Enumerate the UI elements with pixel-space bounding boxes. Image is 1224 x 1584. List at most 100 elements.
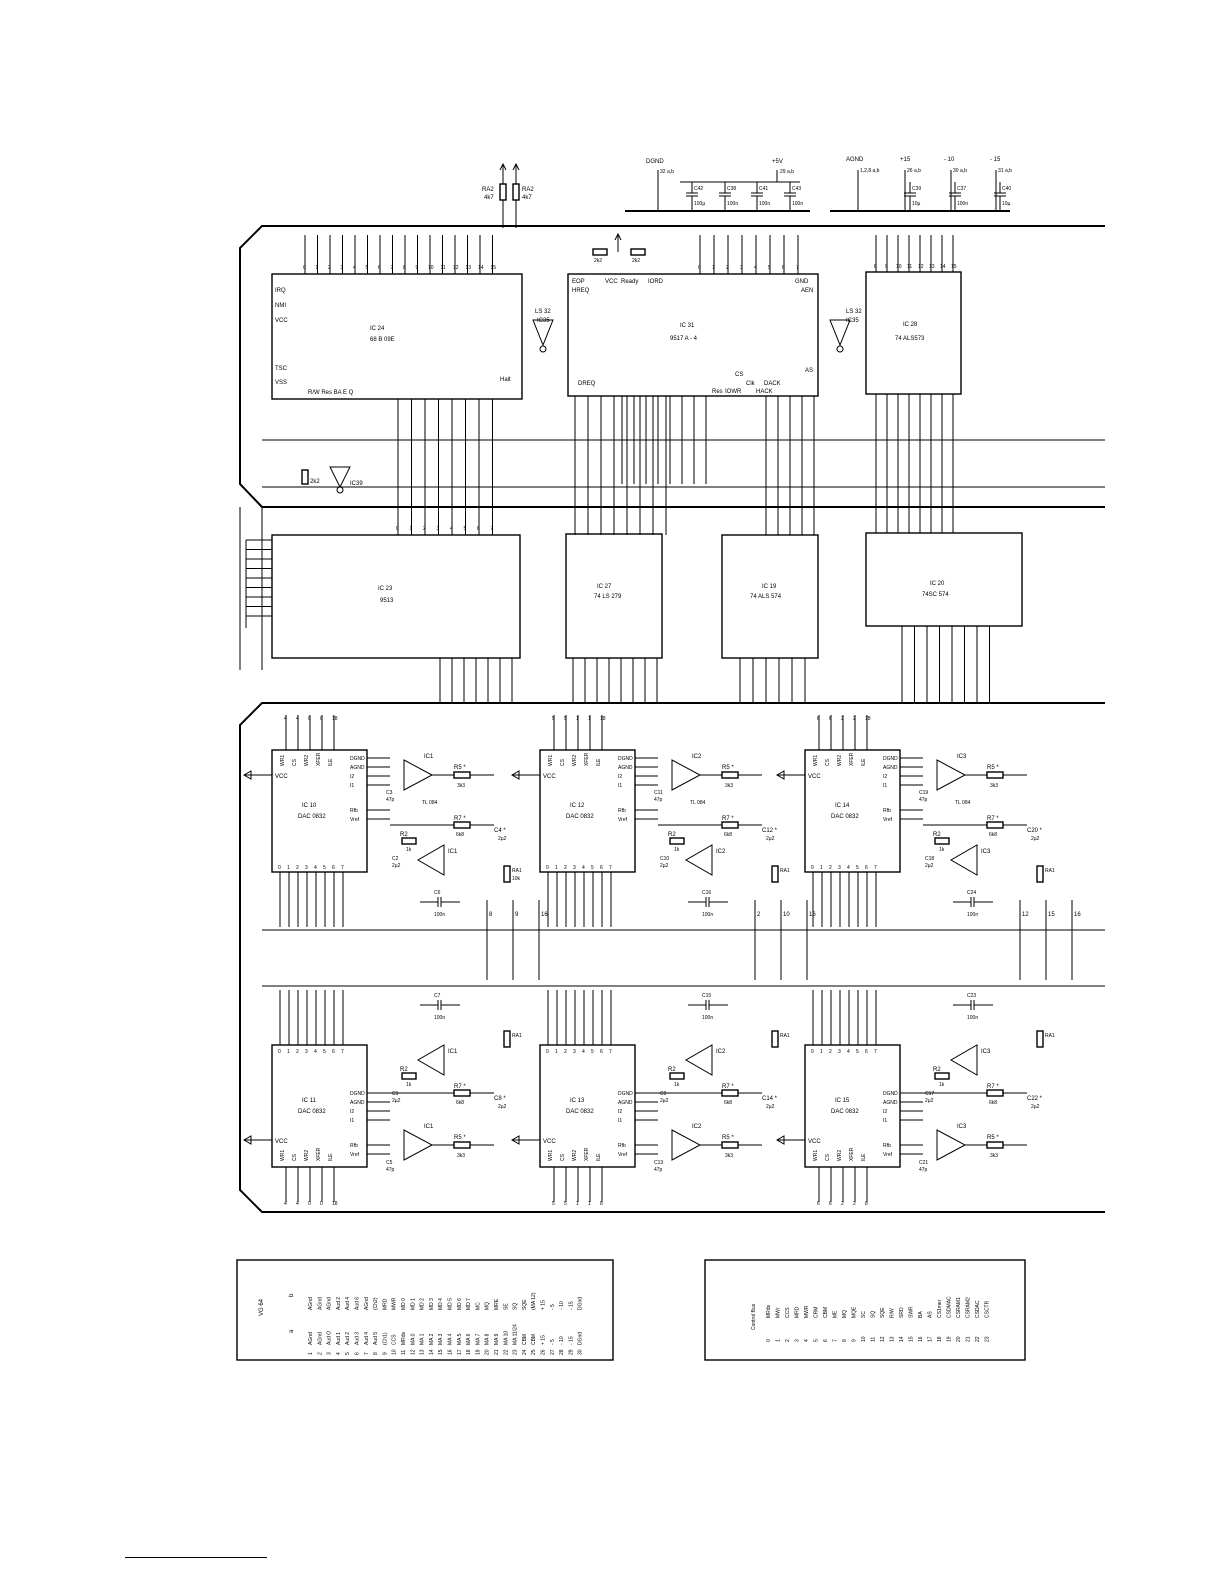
vcc-arrow bbox=[775, 770, 785, 780]
cb-value: 100n bbox=[434, 1015, 445, 1021]
vg64-col-a-cell: CBM bbox=[522, 1334, 528, 1345]
select-pin: 5 bbox=[552, 1201, 555, 1207]
opamp-ref: IC2 bbox=[692, 754, 702, 760]
pin-number: 5 bbox=[464, 526, 467, 532]
dac-ctrl-label: ILE bbox=[328, 1153, 334, 1161]
dac-right-label: AGND bbox=[618, 1100, 633, 1106]
dac-ctrl-label: WR1 bbox=[813, 1150, 819, 1161]
vg64-col-b-cell: SQ bbox=[513, 1303, 519, 1310]
select-pin: 4 bbox=[284, 1201, 287, 1207]
dac-right-label: DGND bbox=[883, 1091, 898, 1097]
data-pin-number: 1 bbox=[820, 865, 823, 871]
dac-body bbox=[804, 749, 901, 873]
vg64-row-number: 10 bbox=[392, 1349, 398, 1355]
dac-ctrl-label: XFER bbox=[584, 1147, 590, 1161]
ic24-pin-tsc: TSC bbox=[275, 366, 288, 372]
ctrl-bus-number: 18 bbox=[937, 1336, 943, 1342]
r7-value: 6k8 bbox=[724, 832, 732, 838]
ic27-ref: IC 27 bbox=[597, 584, 612, 590]
dac-ctrl-label: XFER bbox=[316, 1147, 322, 1161]
data-pin-number: 6 bbox=[865, 865, 868, 871]
ctrl-bus-signal: MQE bbox=[852, 1306, 858, 1318]
pin-number: 7 bbox=[796, 265, 799, 271]
m15-label: - 15 bbox=[990, 157, 1001, 163]
cr-name: C2 bbox=[392, 856, 399, 862]
opamp-triangle bbox=[403, 759, 434, 791]
ctrl-bus-signal: SRD bbox=[899, 1307, 905, 1318]
dac-ref: IC 12 bbox=[570, 803, 585, 809]
dac-part: DAC 0832 bbox=[831, 1109, 859, 1115]
dac-pin-vcc: VCC bbox=[275, 774, 288, 780]
pin-number: 10 bbox=[428, 265, 434, 271]
opamp-triangle bbox=[936, 1129, 967, 1161]
output-pin: 16 bbox=[1074, 912, 1081, 918]
data-pin-number: 7 bbox=[341, 865, 344, 871]
cap-value: 100n bbox=[759, 201, 770, 207]
ctrl-bus-signal: MRds bbox=[766, 1304, 772, 1318]
dac-right-label: I1 bbox=[350, 783, 354, 789]
select-pin: 0 bbox=[320, 1201, 323, 1207]
ic39-r2k2: 2k2 bbox=[310, 479, 320, 485]
ctrl-bus-signal: MQ bbox=[842, 1310, 848, 1318]
ct-value: 2µ2 bbox=[766, 836, 775, 842]
dac-right-label: AGND bbox=[883, 765, 898, 771]
ra2-value-1: 4k7 bbox=[484, 195, 494, 201]
pin-number: 3 bbox=[437, 526, 440, 532]
pin-number: 1 bbox=[316, 265, 319, 271]
ctrl-bus-number: 7 bbox=[833, 1339, 839, 1342]
resistor-ra1 bbox=[771, 1030, 779, 1048]
cf-name: C13 bbox=[654, 1160, 663, 1166]
ic24-part: 68 B 09E bbox=[370, 337, 395, 343]
r7-value: 6k8 bbox=[456, 832, 464, 838]
cb-name: C15 bbox=[702, 993, 711, 999]
ctrl-bus-number: 9 bbox=[852, 1339, 858, 1342]
vg64-col-a-cell: Aud O bbox=[327, 1331, 333, 1345]
vg64-col-b-cell: DGnd bbox=[578, 1297, 584, 1310]
ctrl-bus-signal: CS1mer bbox=[937, 1299, 943, 1318]
dac-body bbox=[271, 749, 368, 873]
vg64-col-b-cell: Aud 2 bbox=[336, 1297, 342, 1310]
opamp-part: TL 084 bbox=[955, 800, 971, 806]
ic31-pin-iowr: IOWR bbox=[725, 389, 742, 395]
r2-value: 1k bbox=[939, 1082, 945, 1088]
pin-number: 1 bbox=[410, 526, 413, 532]
dac-ref: IC 11 bbox=[302, 1098, 317, 1104]
agnd-pins: 1,2,8 a,b bbox=[860, 168, 880, 174]
r7-value: 6k8 bbox=[724, 1100, 732, 1106]
ic23-ref: IC 23 bbox=[378, 586, 393, 592]
dac-right-label: DGND bbox=[350, 1091, 365, 1097]
pin-number: 13 bbox=[929, 264, 935, 270]
vg64-col-a-cell: MA 1 bbox=[420, 1333, 426, 1345]
m10-pins: 30 a,b bbox=[953, 168, 967, 174]
opamp-ref: IC1 bbox=[448, 1049, 458, 1055]
ctrl-bus-number: 16 bbox=[918, 1336, 924, 1342]
vg64-row-number: 22 bbox=[503, 1349, 509, 1355]
ctrl-bus-number: 8 bbox=[842, 1339, 848, 1342]
cap-value: 100n bbox=[957, 201, 968, 207]
data-pin-number: 4 bbox=[314, 1049, 317, 1055]
output-pin: 9 bbox=[515, 912, 519, 918]
vg64-col-a-cell: AGnd bbox=[308, 1332, 314, 1345]
vg64-col-a-cell: Aud 1 bbox=[336, 1332, 342, 1345]
dac-body bbox=[539, 1044, 636, 1168]
dac-ref: IC 14 bbox=[835, 803, 850, 809]
cr-value: 2µ2 bbox=[660, 1098, 669, 1104]
select-pin: 0 bbox=[308, 1201, 311, 1207]
dac-right-label: DGND bbox=[618, 1091, 633, 1097]
dac-ref: IC 15 bbox=[835, 1098, 850, 1104]
dac-ctrl-label: CS bbox=[560, 758, 566, 766]
vcc-arrow bbox=[775, 1135, 785, 1145]
dac-part: DAC 0832 bbox=[566, 1109, 594, 1115]
ic31-block: IC 31 9517 A - 4 EOP VCC Ready IORD GND … bbox=[567, 232, 819, 397]
cap-value: 100µ bbox=[694, 201, 705, 207]
data-pin-number: 0 bbox=[546, 1049, 549, 1055]
dac-right-label: Rfb bbox=[883, 808, 891, 814]
r5-name: R5 * bbox=[987, 765, 999, 771]
dac-pin-vcc: VCC bbox=[808, 774, 821, 780]
vg64-row-number: 17 bbox=[457, 1349, 463, 1355]
dac-right-label: AGND bbox=[350, 1100, 365, 1106]
output-pin: 8 bbox=[489, 912, 493, 918]
pin-number: 7 bbox=[391, 265, 394, 271]
dac-ctrl-label: WR1 bbox=[813, 755, 819, 766]
